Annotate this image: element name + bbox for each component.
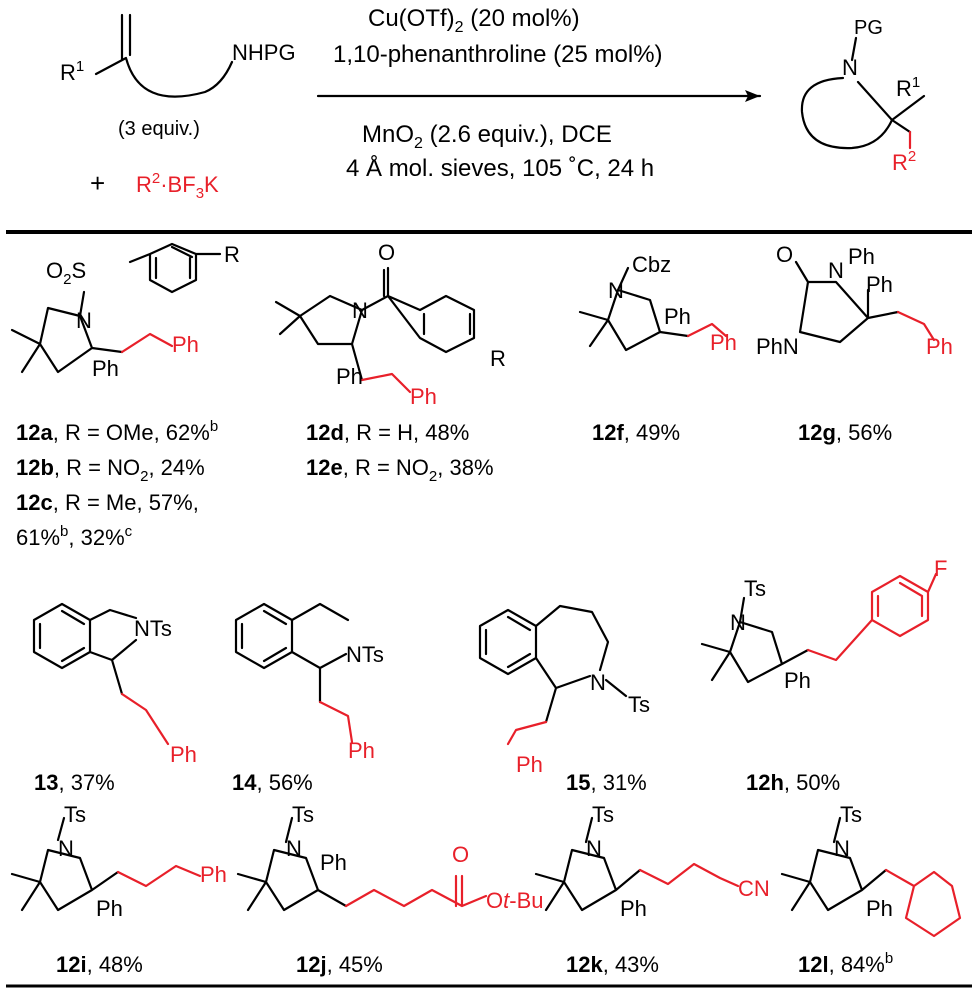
product-n: N [842, 55, 858, 80]
label-15: 15, 31% [566, 770, 647, 795]
label-12d: 12d, R = H, 48% [306, 420, 469, 445]
structure-12h: N Ts Ph F [700, 556, 947, 693]
product-r2: R2 [892, 148, 916, 175]
nts-13: NTs [134, 616, 172, 641]
product-r1: R1 [896, 74, 920, 101]
structure-15: N Ts Ph [478, 604, 650, 777]
n-12i: N [58, 836, 74, 861]
reagent-r2bf3k: R2·BF3K [136, 170, 219, 202]
ts-12j: Ts [292, 802, 314, 827]
so2-12a: O2S [46, 258, 86, 288]
cn-red-12k: CN [738, 876, 770, 901]
phn-12g: PhN [756, 334, 799, 359]
condition-line4: 4 Å mol. sieves, 105 ˚C, 24 h [346, 154, 654, 182]
label-12i: 12i, 48% [56, 952, 143, 977]
label-12l: 12l, 84%b [798, 950, 893, 977]
label-14: 14, 56% [232, 770, 313, 795]
label-12g: 12g, 56% [798, 420, 892, 445]
structure-12d-e: O N R Ph Ph [274, 240, 506, 409]
ts-12i: Ts [64, 802, 86, 827]
ph-red-12a: Ph [172, 332, 199, 357]
nts-14: NTs [346, 642, 384, 667]
ph-12j: Ph [320, 850, 347, 875]
structure-12k: N Ts Ph CN [534, 802, 770, 921]
condition-line2: 1,10-phenanthroline (25 mol%) [333, 41, 663, 68]
ph-12f: Ph [664, 304, 691, 329]
structure-12l: N Ts Ph [780, 802, 962, 938]
label-12e: 12e, R = NO2, 38% [306, 455, 494, 485]
ph-red-14: Ph [348, 738, 375, 763]
n-top-12g: N [828, 258, 844, 283]
n-12d: N [352, 298, 368, 323]
o-red-12j: O [452, 842, 469, 867]
cbz-12f: Cbz [632, 252, 671, 277]
n-12l: N [834, 836, 850, 861]
reactant-nhpg: NHPG [232, 40, 296, 65]
n-15: N [590, 670, 606, 695]
structure-12i: N Ts Ph Ph [10, 802, 227, 921]
label-12c-extra: 61%b, 32%c [16, 523, 133, 550]
n-12j: N [286, 836, 302, 861]
ph-12d: Ph [336, 364, 363, 389]
label-12j: 12j, 45% [296, 952, 383, 977]
label-12a: 12a, R = OMe, 62%b [16, 418, 218, 445]
structure-12g: O N Ph Ph PhN Ph [756, 242, 953, 359]
f-12h: F [934, 556, 947, 581]
ts-12h: Ts [744, 576, 766, 601]
ph-12k: Ph [620, 896, 647, 921]
ph-12i: Ph [96, 896, 123, 921]
ph-red-12g: Ph [926, 334, 953, 359]
label-12f: 12f, 49% [592, 420, 680, 445]
ph-red-15: Ph [516, 752, 543, 777]
structure-12j: N Ts Ph O Ot-Bu [236, 802, 544, 913]
label-12c: 12c, R = Me, 57%, [16, 490, 199, 515]
product-structure: N PG R1 R2 [800, 17, 926, 175]
label-12b: 12b, R = NO2, 24% [16, 455, 205, 485]
structure-12f: N Cbz Ph Ph [578, 252, 737, 355]
r-12a: R [224, 242, 240, 267]
ph-12h: Ph [784, 668, 811, 693]
r-12d: R [490, 346, 506, 371]
condition-line3: MnO2 (2.6 equiv.), DCE [362, 121, 612, 152]
structure-12a-c: N O2S R Ph Ph [10, 242, 240, 381]
ts-12l: Ts [840, 802, 862, 827]
conditions: Cu(OTf)2 (20 mol%) 1,10-phenanthroline (… [316, 5, 762, 182]
n-12k: N [586, 836, 602, 861]
ph-12g: Ph [866, 272, 893, 297]
o-12d: O [378, 240, 395, 265]
plus-sign: + [90, 168, 105, 198]
ts-15: Ts [628, 692, 650, 717]
reactant-r1: R1 [60, 58, 84, 85]
otbu-red-12j: Ot-Bu [486, 888, 544, 913]
structure-13: NTs Ph [32, 602, 197, 767]
label-12h: 12h, 50% [746, 770, 840, 795]
reactant-structure: R1 NHPG (3 equiv.) + R2·BF3K [60, 13, 296, 202]
n-12f: N [608, 278, 624, 303]
reactant-equiv: (3 equiv.) [118, 118, 200, 140]
structure-14: NTs Ph [234, 602, 384, 763]
label-12k: 12k, 43% [566, 952, 659, 977]
n-12a: N [76, 308, 92, 333]
arrow-head [745, 90, 760, 102]
ph-red-12f: Ph [710, 330, 737, 355]
product-pg: PG [854, 17, 883, 39]
ph-n-12g: Ph [848, 244, 875, 269]
ph-12l: Ph [866, 896, 893, 921]
label-13: 13, 37% [34, 770, 115, 795]
n-12h: N [730, 610, 746, 635]
ph-red-13: Ph [170, 742, 197, 767]
ph-12a: Ph [92, 356, 119, 381]
ph-red-12d: Ph [410, 384, 437, 409]
ts-12k: Ts [592, 802, 614, 827]
condition-line1: Cu(OTf)2 (20 mol%) [368, 5, 580, 36]
o-12g: O [776, 242, 793, 267]
ph-red-12i: Ph [200, 862, 227, 887]
